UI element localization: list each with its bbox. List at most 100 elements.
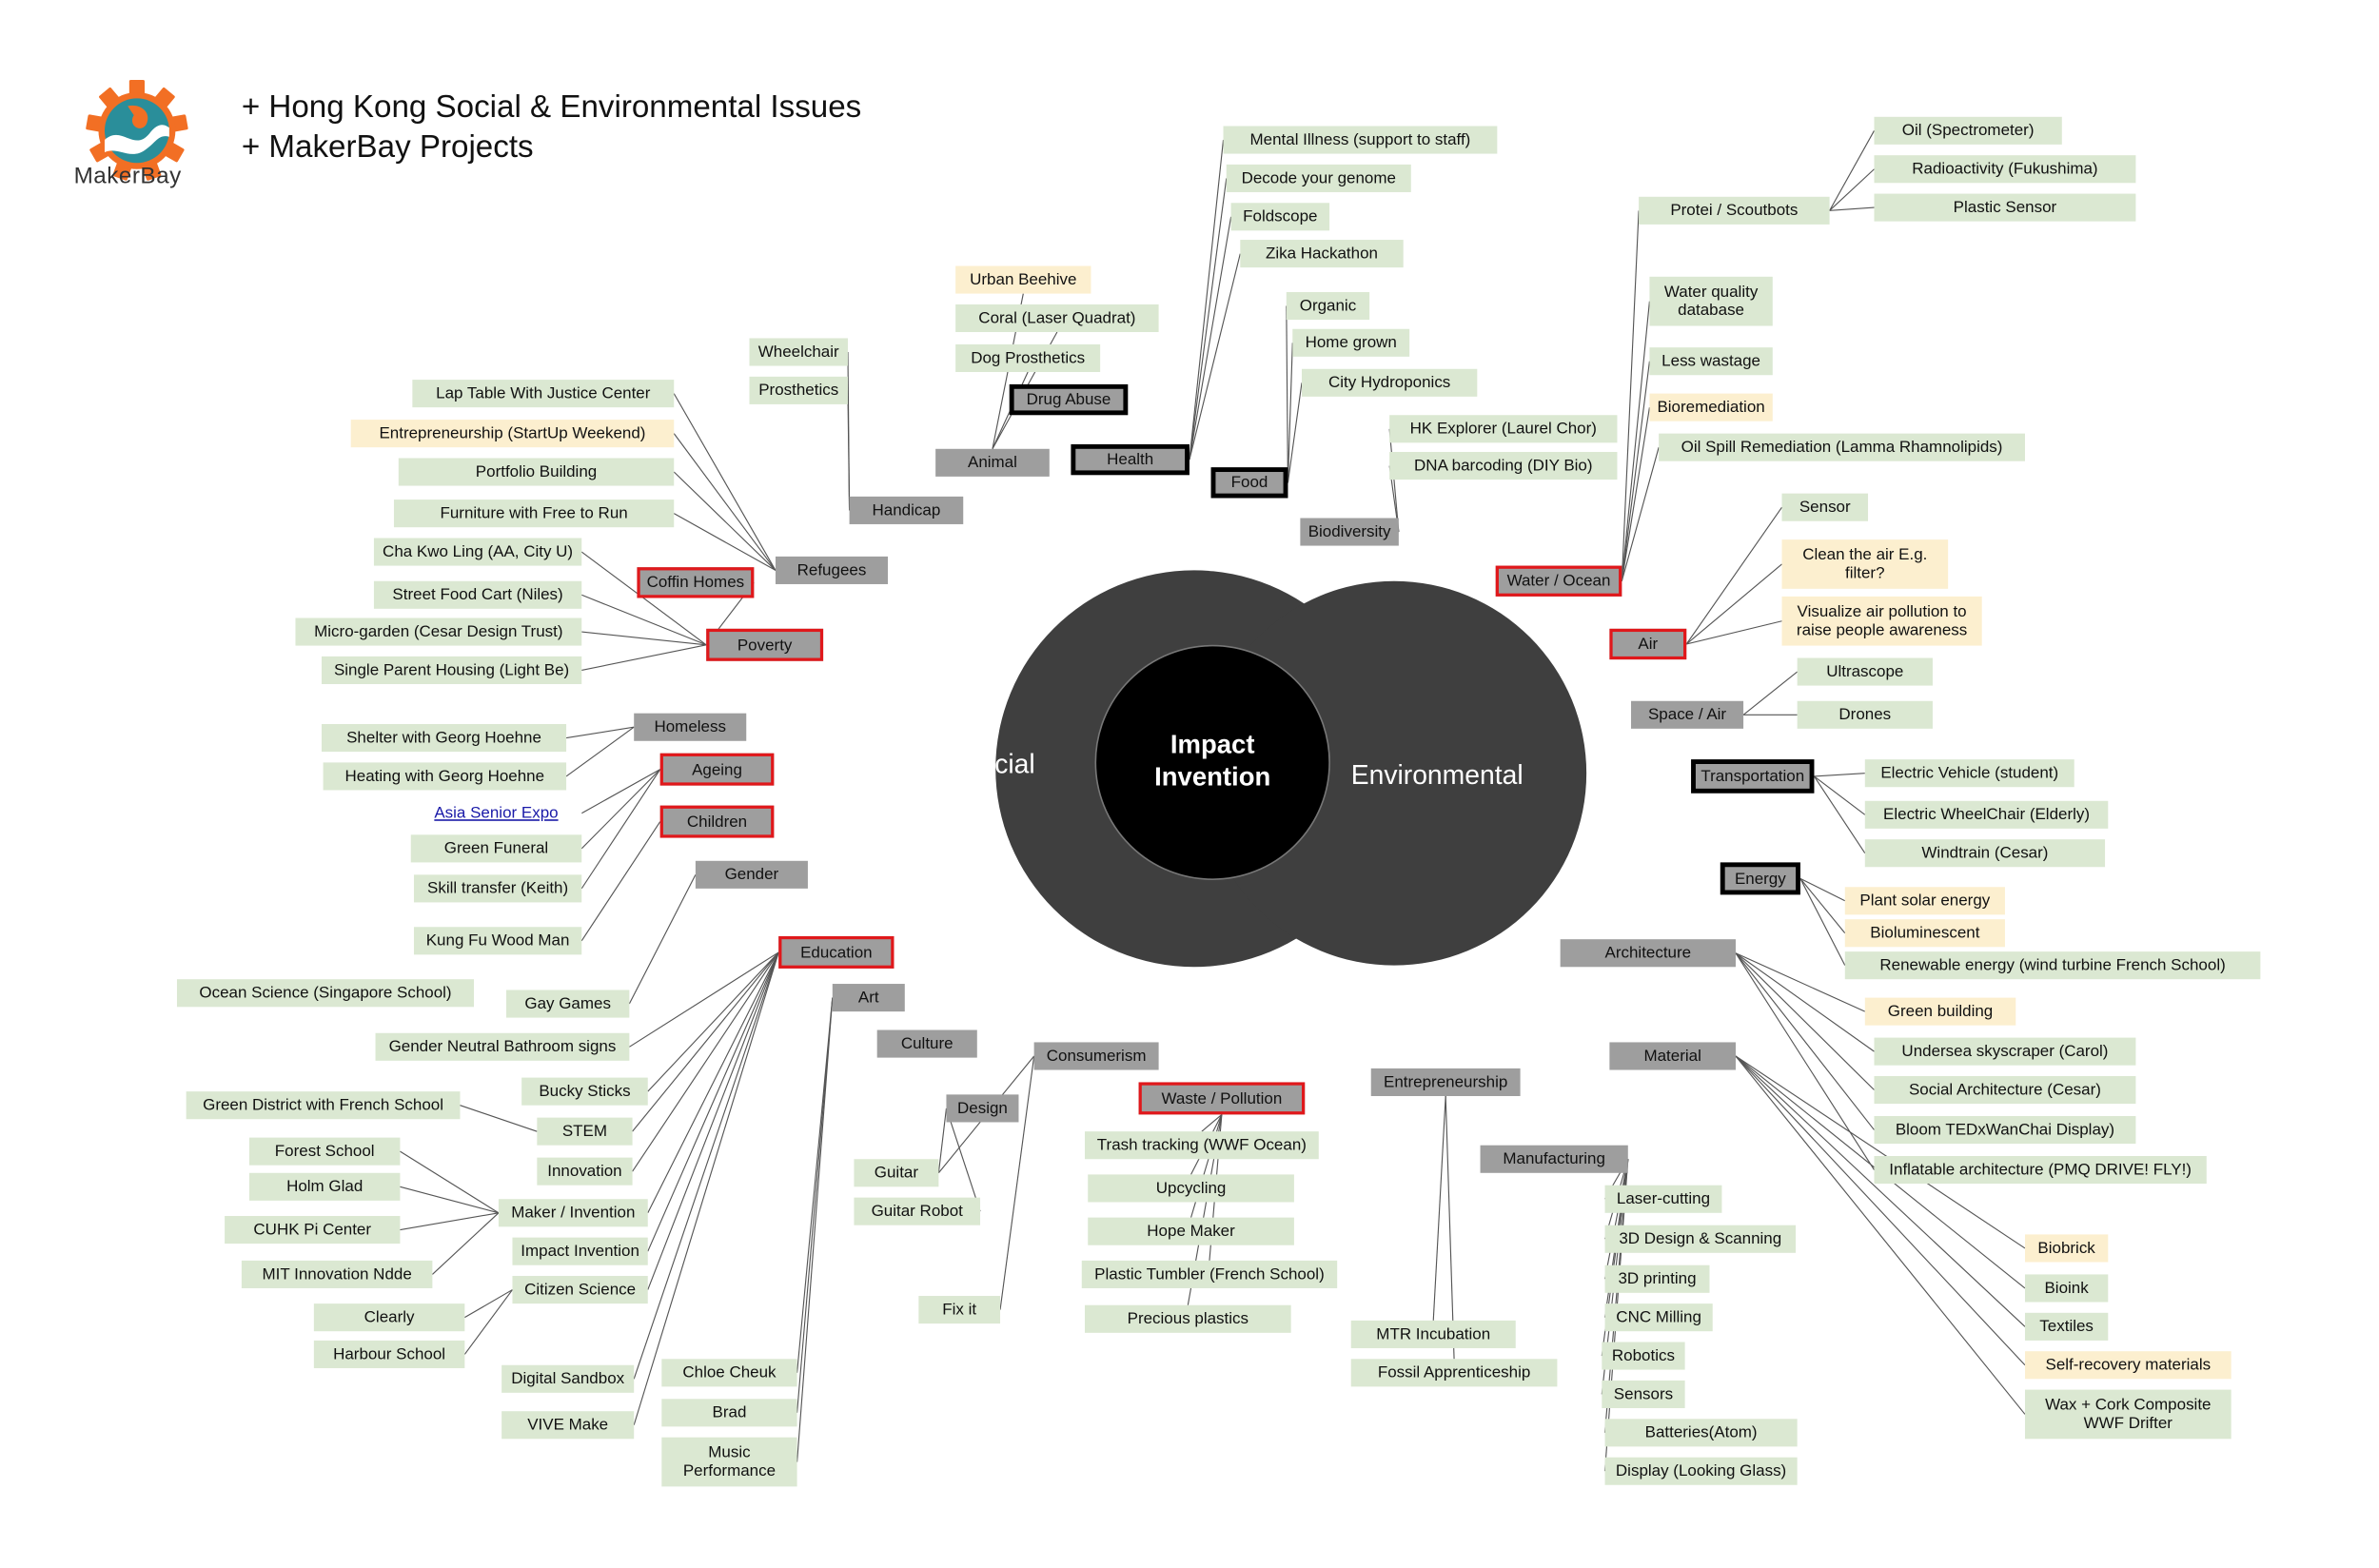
- project-node-genome: Decode your genome: [1226, 164, 1411, 192]
- project-node-ultrascope: Ultrascope: [1797, 657, 1933, 686]
- topic-node-gender: Gender: [695, 860, 808, 889]
- project-node-display: Display (Looking Glass): [1604, 1457, 1798, 1485]
- project-node-prosthetics: Prosthetics: [749, 376, 848, 404]
- connector-design-guitar: [937, 1107, 948, 1173]
- node-label: Oil (Spectrometer): [1901, 121, 2035, 141]
- project-node-lasercutting: Laser-cutting: [1604, 1185, 1722, 1213]
- connector-education-impactinvention: [647, 951, 779, 1252]
- node-label: Heating with Georg Hoehne: [344, 767, 545, 786]
- node-label: Windtrain (Cesar): [1921, 844, 2049, 863]
- node-label: Green building: [1887, 1002, 1994, 1021]
- node-label: Manufacturing: [1503, 1149, 1605, 1168]
- topic-node-coffinhomes: Coffin Homes: [637, 567, 755, 598]
- connector-handicap-prosthetics: [847, 390, 851, 511]
- connector-protei-plasticsensor: [1829, 206, 1875, 211]
- node-label: Trash tracking (WWF Ocean): [1096, 1136, 1307, 1155]
- node-label: Transportation: [1701, 767, 1805, 786]
- environmental-label: Environmental: [1350, 759, 1524, 791]
- topic-node-ageing: Ageing: [659, 753, 775, 786]
- node-label: Drones: [1838, 705, 1892, 724]
- project-node-bioink: Bioink: [2024, 1274, 2109, 1303]
- node-label: CNC Milling: [1616, 1307, 1701, 1327]
- node-label: Radioactivity (Fukushima): [1912, 160, 2098, 179]
- node-label: Health: [1107, 450, 1154, 469]
- connector-protei-radioactivity: [1829, 168, 1875, 211]
- project-node-bioluminescent: Bioluminescent: [1844, 919, 2005, 948]
- node-label: Kung Fu Wood Man: [425, 931, 570, 951]
- project-node-oceanscience: Ocean Science (Singapore School): [176, 979, 475, 1008]
- project-node-undersea: Undersea skyscraper (Carol): [1874, 1037, 2136, 1066]
- connector-transportation-electricvehicle: [1814, 773, 1865, 777]
- project-node-buckysticks: Bucky Sticks: [521, 1077, 648, 1106]
- node-label: Street Food Cart (Niles): [392, 585, 563, 604]
- project-node-clearly: Clearly: [313, 1303, 465, 1332]
- node-label: Visualize air pollution to raise people …: [1796, 602, 1968, 640]
- node-label[interactable]: Asia Senior Expo: [434, 804, 559, 823]
- node-label: Sensors: [1613, 1384, 1674, 1404]
- node-label: Shelter with Georg Hoehne: [346, 728, 541, 748]
- node-label: Micro-garden (Cesar Design Trust): [314, 622, 563, 641]
- connector-health-zika: [1189, 253, 1241, 461]
- project-node-plasticsensor: Plastic Sensor: [1874, 193, 2136, 222]
- connector-ageing-skilltransfer: [580, 769, 661, 890]
- node-label: Education: [800, 943, 873, 962]
- topic-node-material: Material: [1609, 1042, 1736, 1070]
- connector-architecture-socialarch: [1735, 952, 1875, 1090]
- connector-waterocean-lesswastage: [1621, 361, 1650, 581]
- node-label: Home grown: [1305, 333, 1397, 352]
- project-node-harbourschool: Harbour School: [313, 1340, 465, 1368]
- node-label: VIVE Make: [527, 1416, 609, 1435]
- node-label: DNA barcoding (DIY Bio): [1414, 456, 1593, 476]
- connector-architecture-bloom: [1735, 952, 1875, 1130]
- node-label: Bioluminescent: [1870, 924, 1980, 943]
- project-node-asiasenior[interactable]: Asia Senior Expo: [410, 799, 582, 828]
- topic-node-food: Food: [1210, 467, 1288, 499]
- project-node-gaygames: Gay Games: [505, 990, 630, 1018]
- topic-node-air: Air: [1609, 628, 1687, 660]
- project-node-furniture: Furniture with Free to Run: [393, 500, 675, 528]
- project-node-hydroponics: City Hydroponics: [1301, 368, 1478, 397]
- project-node-greenfuneral: Green Funeral: [410, 834, 582, 863]
- connector-art-music: [796, 997, 834, 1462]
- node-label: Prosthetics: [758, 381, 839, 401]
- topic-node-entrepreneurship: Entrepreneurship: [1370, 1068, 1521, 1096]
- project-node-3dprinting: 3D printing: [1604, 1264, 1710, 1293]
- project-node-batteries: Batteries(Atom): [1604, 1419, 1798, 1447]
- connector-art-chloecheuk: [796, 997, 834, 1373]
- topic-node-manufacturing: Manufacturing: [1480, 1145, 1628, 1173]
- project-node-cuhk: CUHK Pi Center: [225, 1216, 401, 1245]
- project-node-selfrecovery: Self-recovery materials: [2024, 1351, 2232, 1380]
- connector-waterocean-protei: [1621, 210, 1640, 581]
- logo-wordmark: MakerBay: [73, 163, 182, 189]
- node-label: Mental Illness (support to staff): [1249, 130, 1471, 149]
- node-label: HK Explorer (Laurel Chor): [1409, 420, 1597, 439]
- topic-node-waterocean: Water / Ocean: [1495, 565, 1622, 597]
- node-label: Urban Beehive: [970, 270, 1077, 289]
- node-label: MIT Innovation Ndde: [262, 1264, 412, 1284]
- connector-spaceair-ultrascope: [1742, 671, 1799, 715]
- project-node-microgarden: Micro-garden (Cesar Design Trust): [295, 617, 582, 646]
- node-label: Architecture: [1604, 944, 1692, 963]
- connector-homeless-heating: [565, 726, 635, 777]
- project-node-cleanair: Clean the air E.g. filter?: [1781, 539, 1949, 589]
- node-label: City Hydroponics: [1327, 373, 1451, 393]
- connector-food-hydroponics: [1287, 382, 1303, 483]
- project-node-radioactivity: Radioactivity (Fukushima): [1874, 155, 2136, 184]
- connector-refugees-laptable: [673, 393, 777, 571]
- node-label: Sensor: [1799, 498, 1851, 517]
- node-label: Electric WheelChair (Elderly): [1883, 805, 2091, 825]
- impact-label-line1: Impact: [1170, 730, 1255, 760]
- node-label: Culture: [900, 1034, 954, 1053]
- environmental-circle: [1201, 580, 1587, 966]
- connector-transportation-electricwheelchair: [1814, 775, 1866, 815]
- project-node-textiles: Textiles: [2024, 1312, 2109, 1341]
- node-label: Holm Glad: [286, 1177, 364, 1197]
- node-label: Bioremediation: [1657, 398, 1765, 417]
- connector-education-stem: [632, 951, 779, 1132]
- node-label: Wheelchair: [757, 343, 839, 362]
- node-label: Clearly: [364, 1307, 415, 1327]
- project-node-chloecheuk: Chloe Cheuk: [661, 1359, 797, 1387]
- node-label: Maker / Invention: [511, 1204, 636, 1223]
